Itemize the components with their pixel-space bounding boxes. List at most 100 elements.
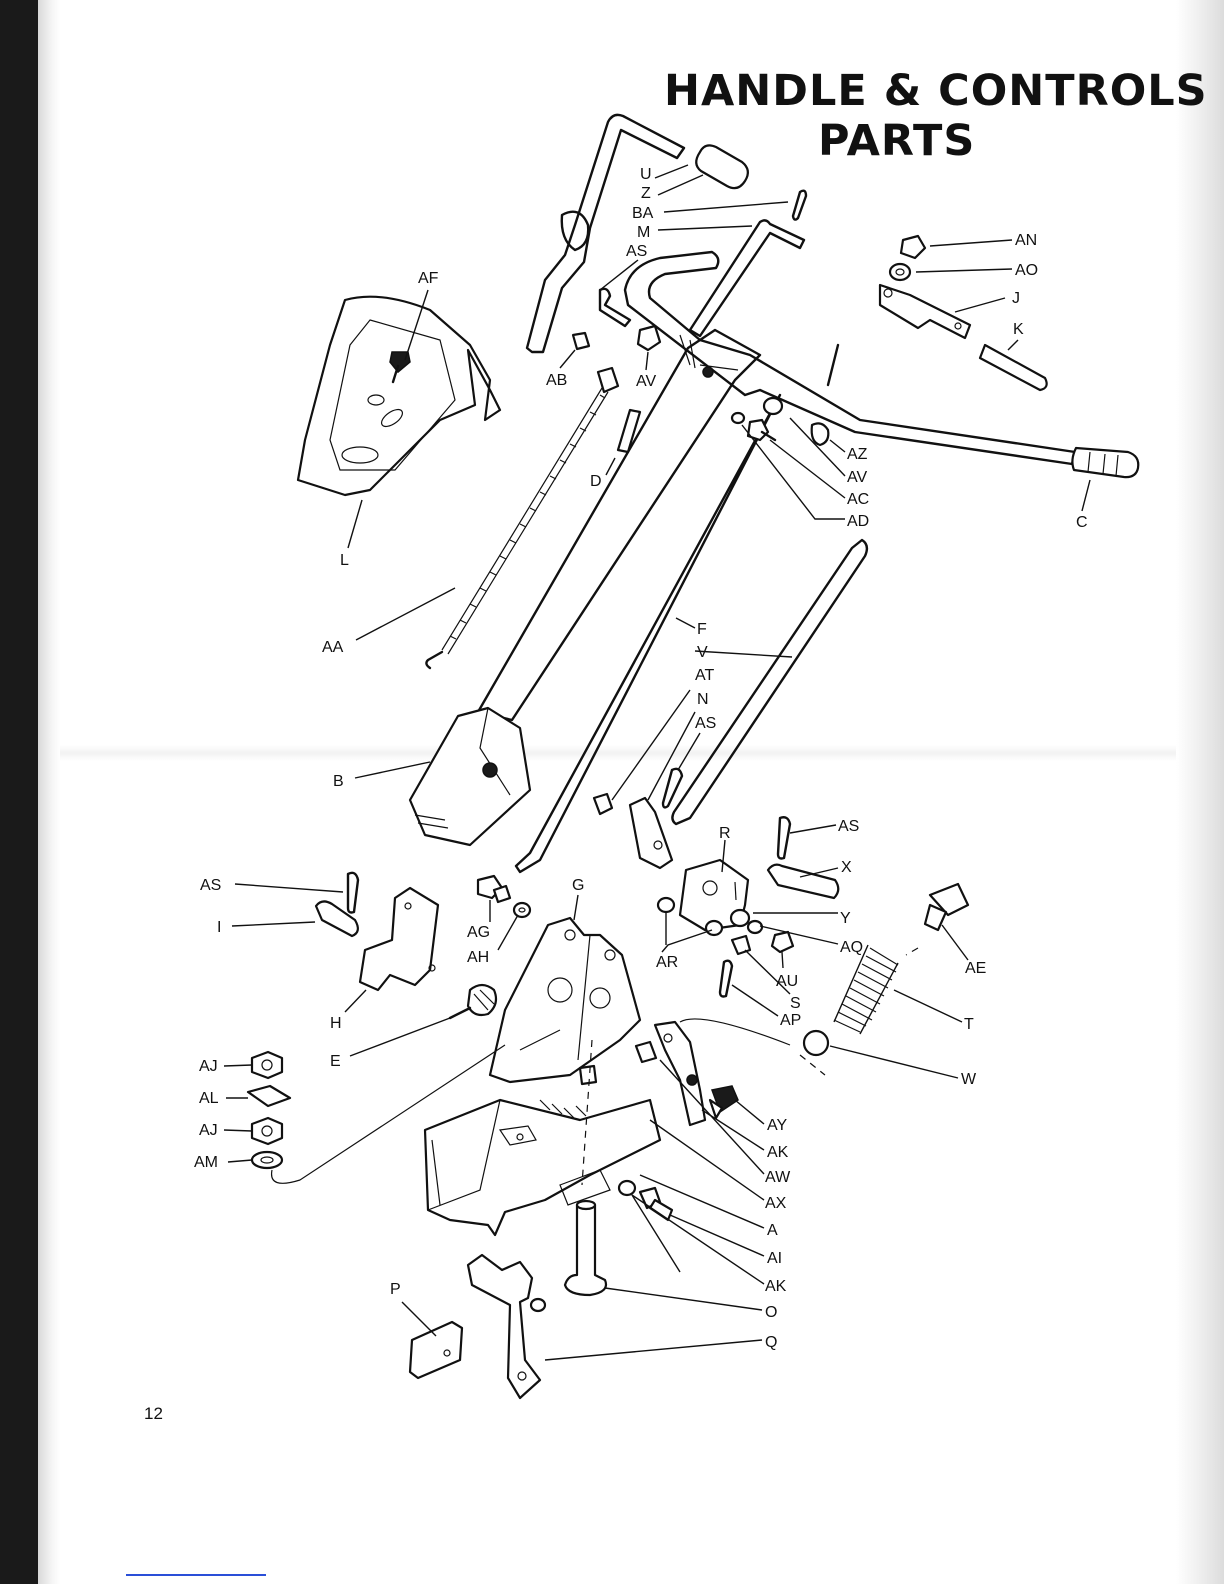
callout-S: S <box>790 995 801 1012</box>
callout-T: T <box>964 1016 974 1033</box>
callout-AH: AH <box>467 949 489 966</box>
callout-AE: AE <box>965 960 986 977</box>
callout-AC: AC <box>847 491 869 508</box>
callout-AV-1: AV <box>636 373 656 390</box>
part-rod-M <box>690 220 804 336</box>
part-bolt-upper <box>828 345 838 385</box>
callout-O: O <box>765 1304 777 1321</box>
part-pin-I <box>316 901 358 936</box>
part-cotter-AP <box>720 961 732 997</box>
callout-G: G <box>572 877 584 894</box>
callout-AT: AT <box>695 667 714 684</box>
callout-I: I <box>217 919 221 936</box>
callout-X: X <box>841 859 852 876</box>
callout-N: N <box>697 691 709 708</box>
part-bolt-AE <box>925 884 968 930</box>
part-cotter-pin-BA <box>793 191 806 220</box>
callout-AA: AA <box>322 639 344 656</box>
part-cotter-AS-left <box>348 873 358 913</box>
part-nut-AN <box>901 236 925 258</box>
part-cotter-AS-mid <box>663 769 682 808</box>
part-pin-X <box>768 865 838 898</box>
part-cotter-AS-right <box>778 817 790 858</box>
callout-AY: AY <box>767 1117 787 1134</box>
callout-AK-2: AK <box>765 1278 787 1295</box>
callout-AS-3: AS <box>838 818 859 835</box>
callout-AS-1: AS <box>626 243 647 260</box>
part-screw-AT <box>594 794 612 814</box>
callout-AG: AG <box>467 924 490 941</box>
callout-C: C <box>1076 514 1088 531</box>
callout-AW: AW <box>765 1169 791 1186</box>
part-nut-AU <box>772 932 793 952</box>
part-lockwasher-AL <box>248 1086 290 1106</box>
callout-AD: AD <box>847 513 869 530</box>
callout-F: F <box>697 621 707 638</box>
part-spring-T <box>834 945 898 1034</box>
part-spring-screw <box>580 1066 596 1084</box>
part-nut-AJ-upper <box>252 1052 282 1078</box>
part-handle-base-B <box>410 708 530 845</box>
part-washer-AD <box>732 413 744 423</box>
callout-AZ: AZ <box>847 446 868 463</box>
callout-D: D <box>590 473 602 490</box>
part-washer-AQ <box>748 921 762 933</box>
part-washer-AO <box>890 264 910 280</box>
callout-AU: AU <box>776 973 798 990</box>
part-bushing-AB <box>573 333 589 349</box>
callout-AV-2: AV <box>847 469 867 486</box>
part-housing-frame <box>425 1100 660 1235</box>
part-plate-G <box>490 918 640 1082</box>
part-shaft-O <box>565 1201 606 1295</box>
part-washer-AH <box>514 903 530 917</box>
callout-A: A <box>767 1222 778 1239</box>
callout-AP: AP <box>780 1012 801 1029</box>
callout-B: B <box>333 773 344 790</box>
callout-M: M <box>637 224 650 241</box>
page-number: 12 <box>144 1404 163 1424</box>
part-washer-AV <box>764 398 782 414</box>
part-plate-P <box>410 1322 462 1378</box>
callout-AJ-2: AJ <box>199 1122 218 1139</box>
part-bolt-AG <box>478 876 510 902</box>
part-pin-K <box>980 345 1047 390</box>
part-washer-AK-lower <box>619 1181 635 1195</box>
scan-link-underline <box>126 1574 266 1576</box>
callout-H: H <box>330 1015 342 1032</box>
part-washer-AR-left <box>658 898 674 912</box>
callout-U: U <box>640 166 652 183</box>
callout-L: L <box>340 552 349 569</box>
part-handle-tube-F <box>478 330 760 720</box>
part-pin-D <box>618 410 640 452</box>
part-cover-L <box>298 297 500 495</box>
callout-BA: BA <box>632 205 654 222</box>
callout-R: R <box>719 825 731 842</box>
part-washer-Y <box>731 910 749 926</box>
part-nut-AJ-lower <box>252 1118 282 1144</box>
callout-AB: AB <box>546 372 567 389</box>
callout-AI: AI <box>767 1250 782 1267</box>
callout-P: P <box>390 1281 401 1298</box>
callout-AS-2: AS <box>695 715 716 732</box>
callout-J: J <box>1012 290 1020 307</box>
callout-AX: AX <box>765 1195 787 1212</box>
part-bushing-AK-upper <box>636 1042 656 1062</box>
callout-AL: AL <box>199 1090 219 1107</box>
part-washer-AR-right <box>706 921 722 935</box>
callout-AO: AO <box>1015 262 1038 279</box>
part-grip-Z <box>696 145 748 188</box>
callout-AK-1: AK <box>767 1144 789 1161</box>
callout-AM: AM <box>194 1154 218 1171</box>
callout-Z: Z <box>641 185 651 202</box>
callout-W: W <box>961 1071 977 1088</box>
callout-AS-4: AS <box>200 877 221 894</box>
callout-AF: AF <box>418 270 439 287</box>
part-ball-W <box>804 1031 828 1055</box>
callout-AR: AR <box>656 954 678 971</box>
callout-AQ: AQ <box>840 939 863 956</box>
callout-Y: Y <box>840 910 851 927</box>
callout-V: V <box>697 644 708 661</box>
callout-K: K <box>1013 321 1024 338</box>
callout-E: E <box>330 1053 341 1070</box>
callout-AN: AN <box>1015 232 1037 249</box>
